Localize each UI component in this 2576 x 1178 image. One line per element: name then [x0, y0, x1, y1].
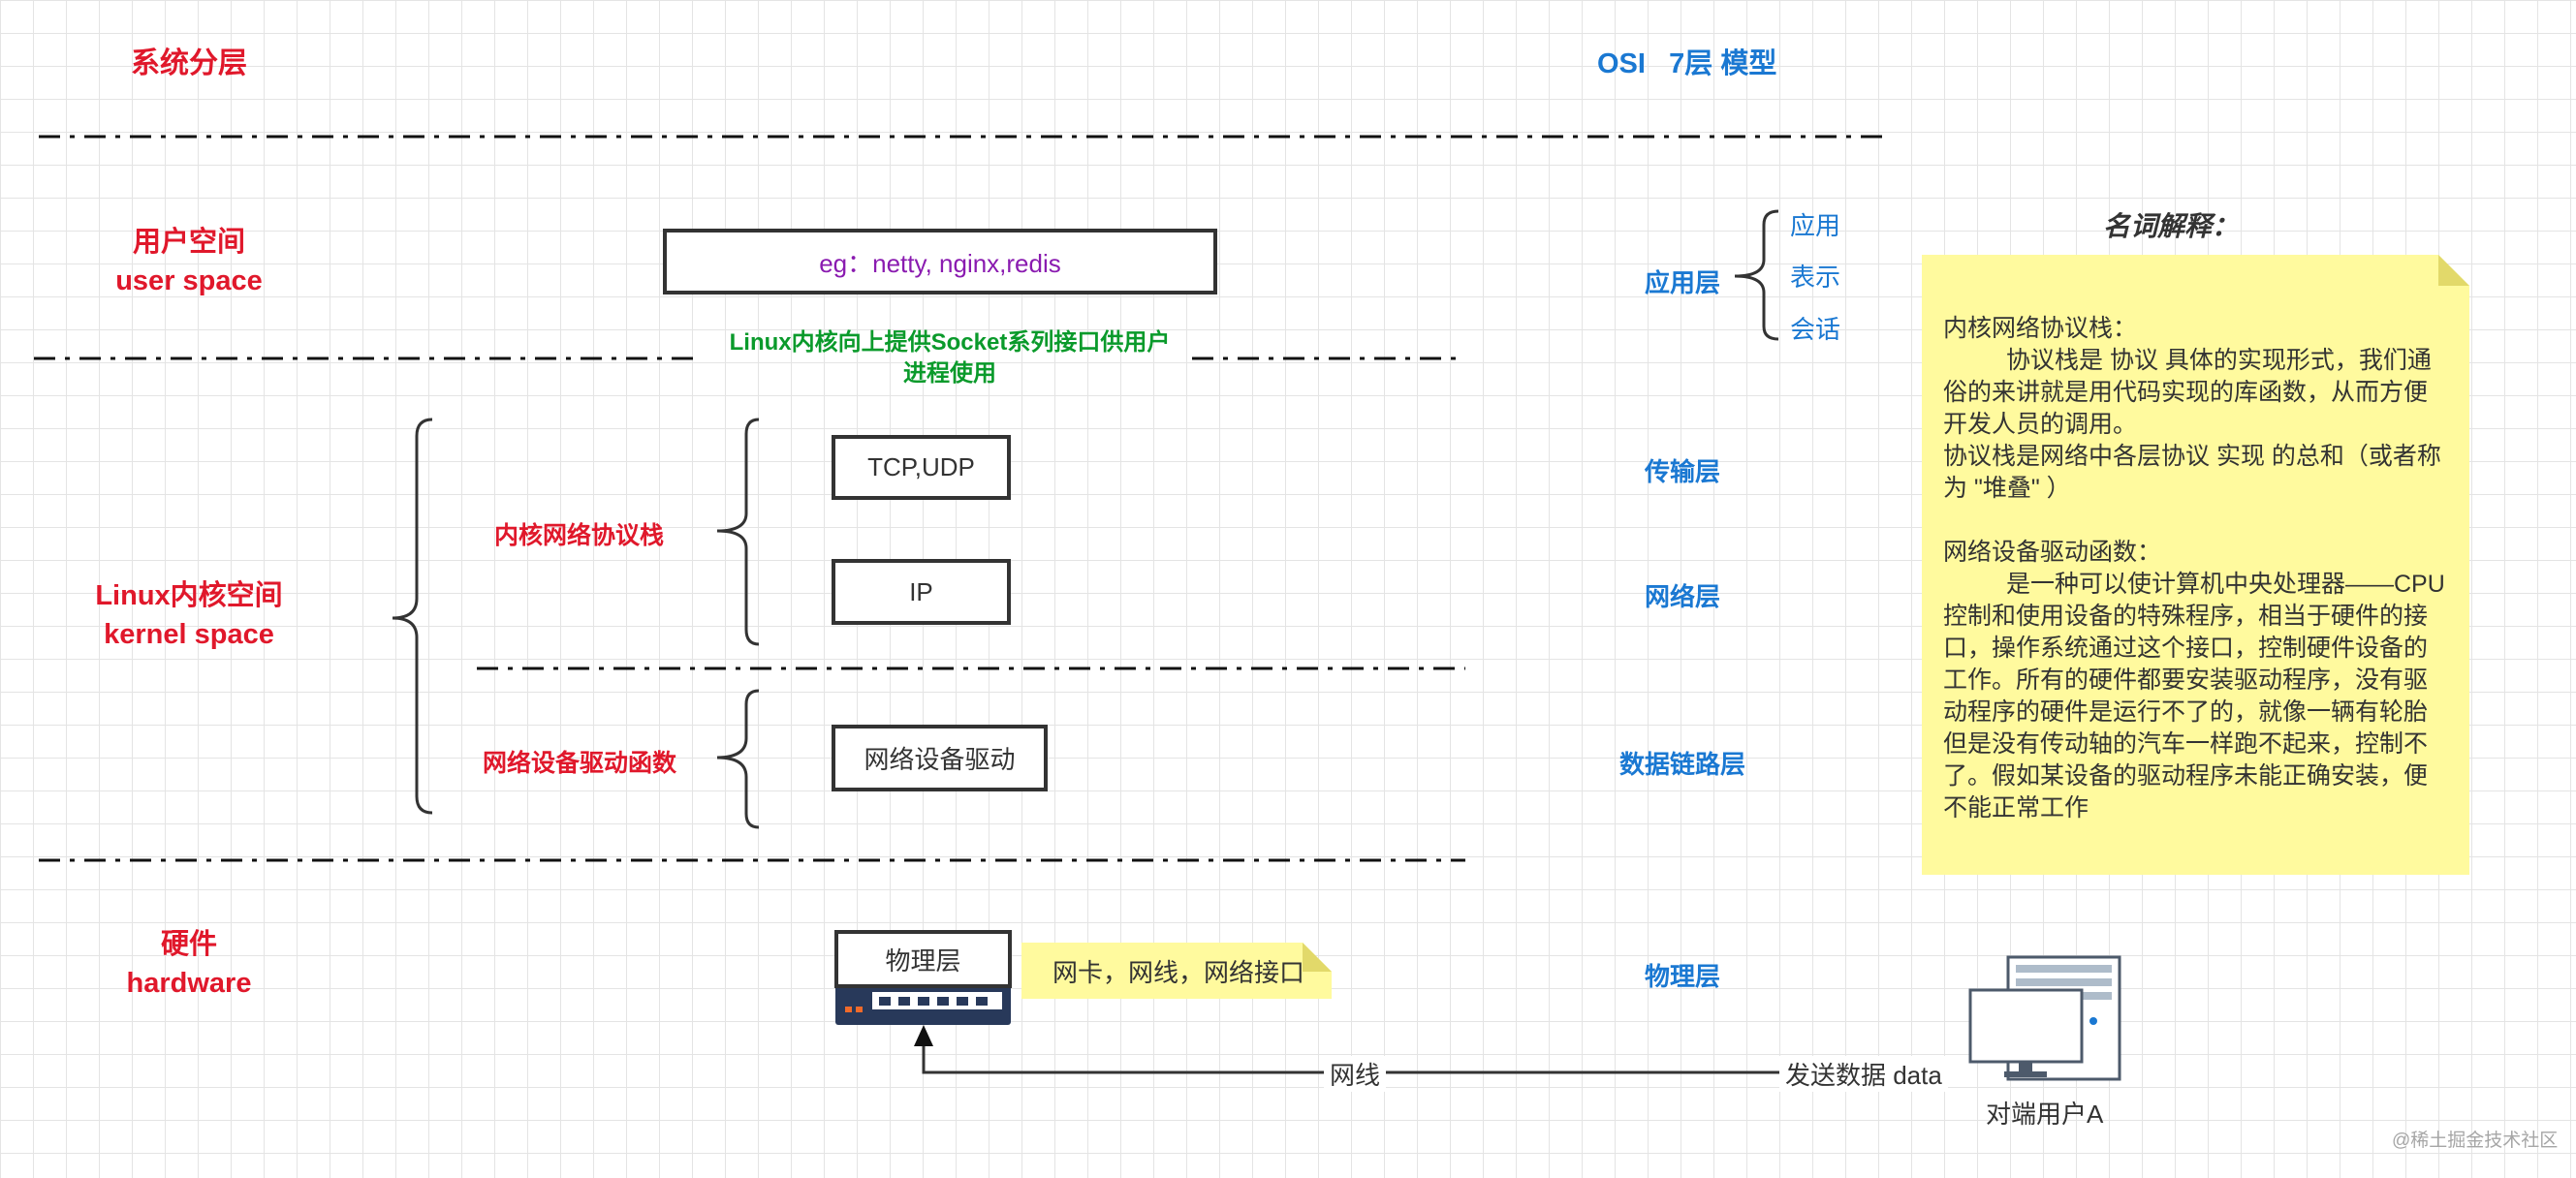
- send-data-label: 发送数据 data: [1779, 1056, 1948, 1092]
- hardware-label: 硬件 hardware: [68, 925, 310, 1003]
- protocol-stack-label: 内核网络协议栈: [494, 522, 665, 549]
- left-column-title: 系统分层: [131, 47, 247, 79]
- user-space-en: user space: [115, 265, 263, 296]
- osi-sub-application: 应用: [1790, 211, 1841, 240]
- watermark: @稀土掘金技术社区: [2392, 1131, 2559, 1151]
- user-space-cn: 用户空间: [132, 227, 245, 258]
- glossary-stack-summary: 协议栈是网络中各层协议 实现 的总和（或者称为 "堆叠" ）: [1943, 443, 2441, 502]
- network-driver-box: 网络设备驱动: [832, 725, 1048, 791]
- socket-interface-note: Linux内核向上提供Socket系列接口供用户 进程使用: [698, 327, 1202, 389]
- osi-physical-layer: 物理层: [1645, 962, 1721, 991]
- glossary-stack-definition: 协议栈是 协议 具体的实现形式，我们通俗的来讲就是用代码实现的库函数，从而方便开…: [1943, 347, 2432, 438]
- tcp-udp-box: TCP,UDP: [832, 435, 1011, 500]
- osi-datalink-layer: 数据链路层: [1619, 750, 1746, 779]
- osi-app-brace: [1734, 209, 1779, 341]
- cable-label: 网线: [1324, 1056, 1386, 1092]
- osi-application-layer: 应用层: [1645, 268, 1721, 297]
- kernel-space-cn: Linux内核空间: [95, 580, 283, 611]
- hardware-tip-note: 网卡，网线，网络接口: [1021, 943, 1332, 999]
- stack-brace: [716, 418, 760, 646]
- glossary-note: 内核网络协议栈： 协议栈是 协议 具体的实现形式，我们通俗的来讲就是用代码实现的…: [1922, 255, 2469, 875]
- glossary-heading-stack: 内核网络协议栈：: [1943, 315, 2138, 342]
- osi-sub-session: 会话: [1790, 315, 1841, 344]
- user-space-label: 用户空间 user space: [68, 223, 310, 300]
- switch-icon: [835, 984, 1011, 1025]
- hardware-cn: 硬件: [160, 929, 217, 960]
- driver-functions-label: 网络设备驱动函数: [483, 750, 677, 777]
- right-column-title: OSI 7层 模型: [1597, 48, 1777, 79]
- peer-user-label: 对端用户A: [1986, 1100, 2104, 1129]
- computer-icon: [1968, 955, 2121, 1081]
- kernel-space-label: Linux内核空间 kernel space: [58, 576, 320, 654]
- socket-note-line2: 进程使用: [903, 360, 996, 387]
- app-examples-box: eg：netty, nginx,redis: [663, 229, 1217, 294]
- osi-sub-presentation: 表示: [1790, 263, 1841, 292]
- kernel-space-en: kernel space: [104, 619, 274, 650]
- network-cable: [922, 1039, 1324, 1074]
- glossary-driver-definition: 是一种可以使计算机中央处理器——CPU控制和使用设备的特殊程序，相当于硬件的接口…: [1943, 571, 2445, 822]
- physical-layer-box: 物理层: [834, 930, 1012, 988]
- hardware-en: hardware: [126, 968, 252, 999]
- kernel-brace: [392, 418, 433, 815]
- driver-brace: [716, 689, 760, 829]
- osi-transport-layer: 传输层: [1645, 457, 1721, 486]
- glossary-heading-driver: 网络设备驱动函数：: [1943, 539, 2162, 566]
- socket-note-line1: Linux内核向上提供Socket系列接口供用户: [729, 329, 1171, 356]
- ip-box: IP: [832, 559, 1011, 625]
- glossary-title: 名词解释：: [2103, 211, 2240, 241]
- cable-arrowhead: [914, 1025, 933, 1046]
- osi-network-layer: 网络层: [1645, 582, 1721, 611]
